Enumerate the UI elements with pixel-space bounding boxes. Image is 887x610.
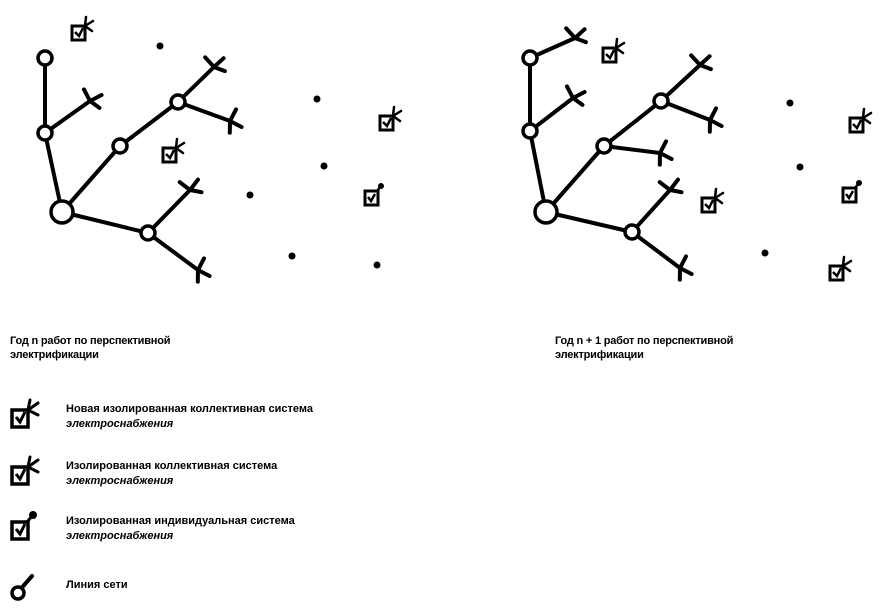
legend-item-new-collective-system: Новая изолированная коллективная система… [8, 398, 468, 442]
legend-label-line: Изолированная коллективная система [66, 460, 278, 472]
legend-label: Изолированная коллективная система элект… [66, 459, 466, 489]
caption-line: электрификации [555, 349, 644, 361]
diagram-year-n-plus-1 [521, 23, 873, 283]
legend-label-line: Новая изолированная коллективная система [66, 403, 313, 415]
consumer-antenna-icon [219, 107, 248, 136]
legend-label-line: электроснабжения [66, 475, 174, 487]
legend-item-grid-line: Линия сети [8, 566, 468, 610]
legend-label: Изолированная индивидуальная система эле… [66, 514, 466, 544]
consumer-antenna-icon [187, 256, 216, 285]
legend-label: Линия сети [66, 578, 466, 593]
diagram-year-n [36, 15, 403, 285]
new-collective-system-icon [10, 398, 40, 429]
legend-label-line: электроснабжения [66, 418, 174, 430]
collective-system-icon [70, 15, 95, 42]
grid-network-lines [43, 56, 232, 272]
individual-system-icon [10, 511, 37, 541]
collective-system-icon [10, 455, 40, 486]
collective-system-icon [700, 187, 725, 214]
grid-network-lines [528, 36, 712, 270]
legend-label: Новая изолированная коллективная система… [66, 402, 466, 432]
caption-line: Год n работ по перспективной [10, 335, 171, 347]
collective-system-icon [601, 37, 626, 64]
caption-year-n-plus-1: Год n + 1 работ по перспективной электри… [555, 334, 855, 362]
legend-item-collective-system: Изолированная коллективная система элект… [8, 455, 468, 499]
legend-label-line: Изолированная индивидуальная система [66, 515, 295, 527]
caption-year-n: Год n работ по перспективной электрифика… [10, 334, 300, 362]
legend-label-line: Линия сети [66, 579, 128, 591]
grid-line-icon [10, 574, 34, 601]
grid-nodes [521, 49, 670, 241]
collective-system-icon [828, 255, 853, 282]
collective-system-icon [161, 137, 186, 164]
unelectrified-consumers [156, 42, 381, 269]
legend-item-individual-system: Изолированная индивидуальная система эле… [8, 510, 468, 554]
grid-nodes [36, 49, 187, 242]
consumer-antenna-icon [699, 106, 728, 135]
collective-system-icon [848, 107, 873, 134]
caption-line: электрификации [10, 349, 99, 361]
collective-system-icon [378, 105, 403, 132]
individual-system-icon [841, 178, 864, 204]
individual-system-icon [363, 181, 386, 207]
unelectrified-consumers [761, 99, 804, 257]
legend-label-line: электроснабжения [66, 530, 174, 542]
consumer-antenna-icon [669, 254, 698, 283]
caption-line: Год n + 1 работ по перспективной [555, 335, 734, 347]
